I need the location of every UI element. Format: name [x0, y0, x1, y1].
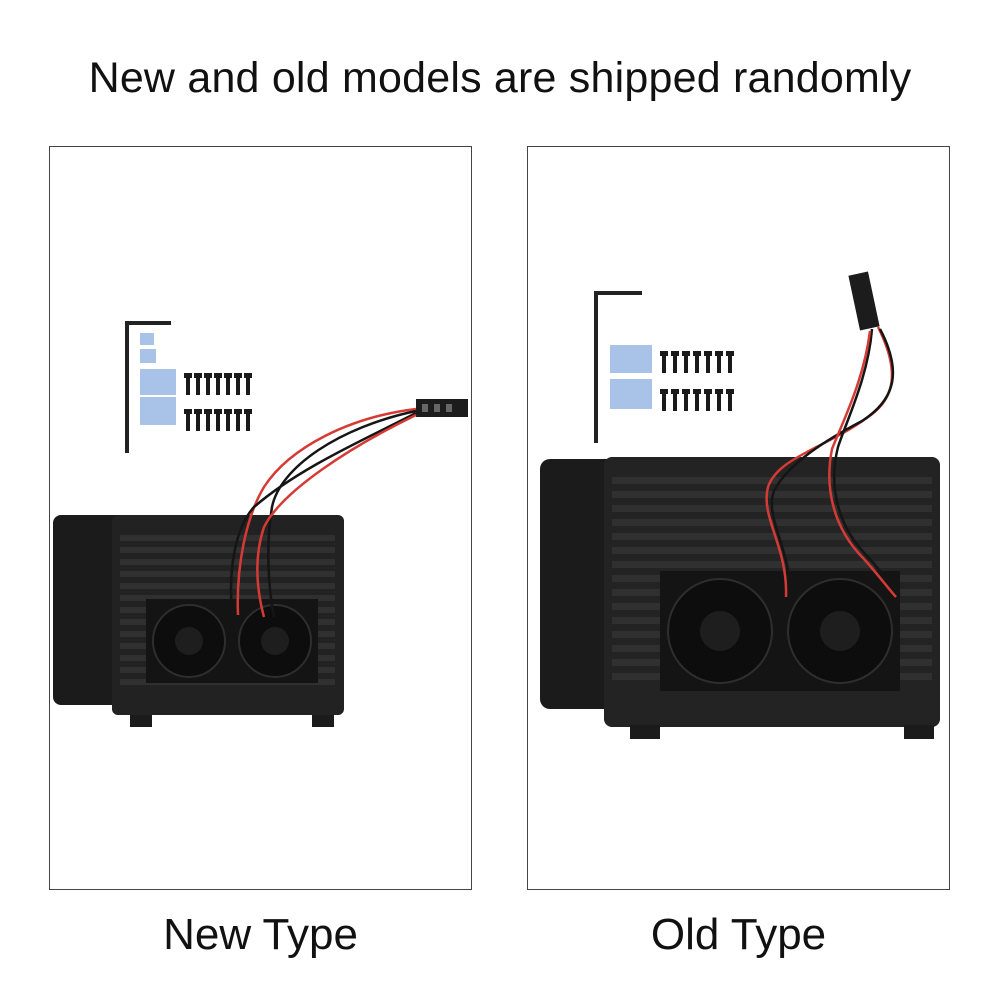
new-type-photo-panel [49, 146, 472, 890]
allen-key [125, 321, 171, 453]
fan-connector [416, 399, 468, 417]
screws [184, 373, 252, 431]
thermal-pads [140, 333, 176, 425]
cooling-fans [146, 599, 318, 683]
allen-key [594, 291, 642, 443]
cooling-fans [660, 571, 900, 691]
old-type-product-photo [540, 271, 940, 739]
thermal-pads [610, 345, 652, 409]
old-type-photo-panel [527, 146, 950, 890]
screws [660, 351, 734, 411]
old-type-caption: Old Type [650, 910, 827, 959]
new-type-product-photo [53, 321, 468, 727]
headline: New and old models are shipped randomly [88, 54, 912, 102]
fan-wires [765, 326, 901, 600]
fan-wires [229, 407, 417, 618]
new-type-caption: New Type [163, 910, 358, 959]
fan-connector [848, 271, 880, 331]
